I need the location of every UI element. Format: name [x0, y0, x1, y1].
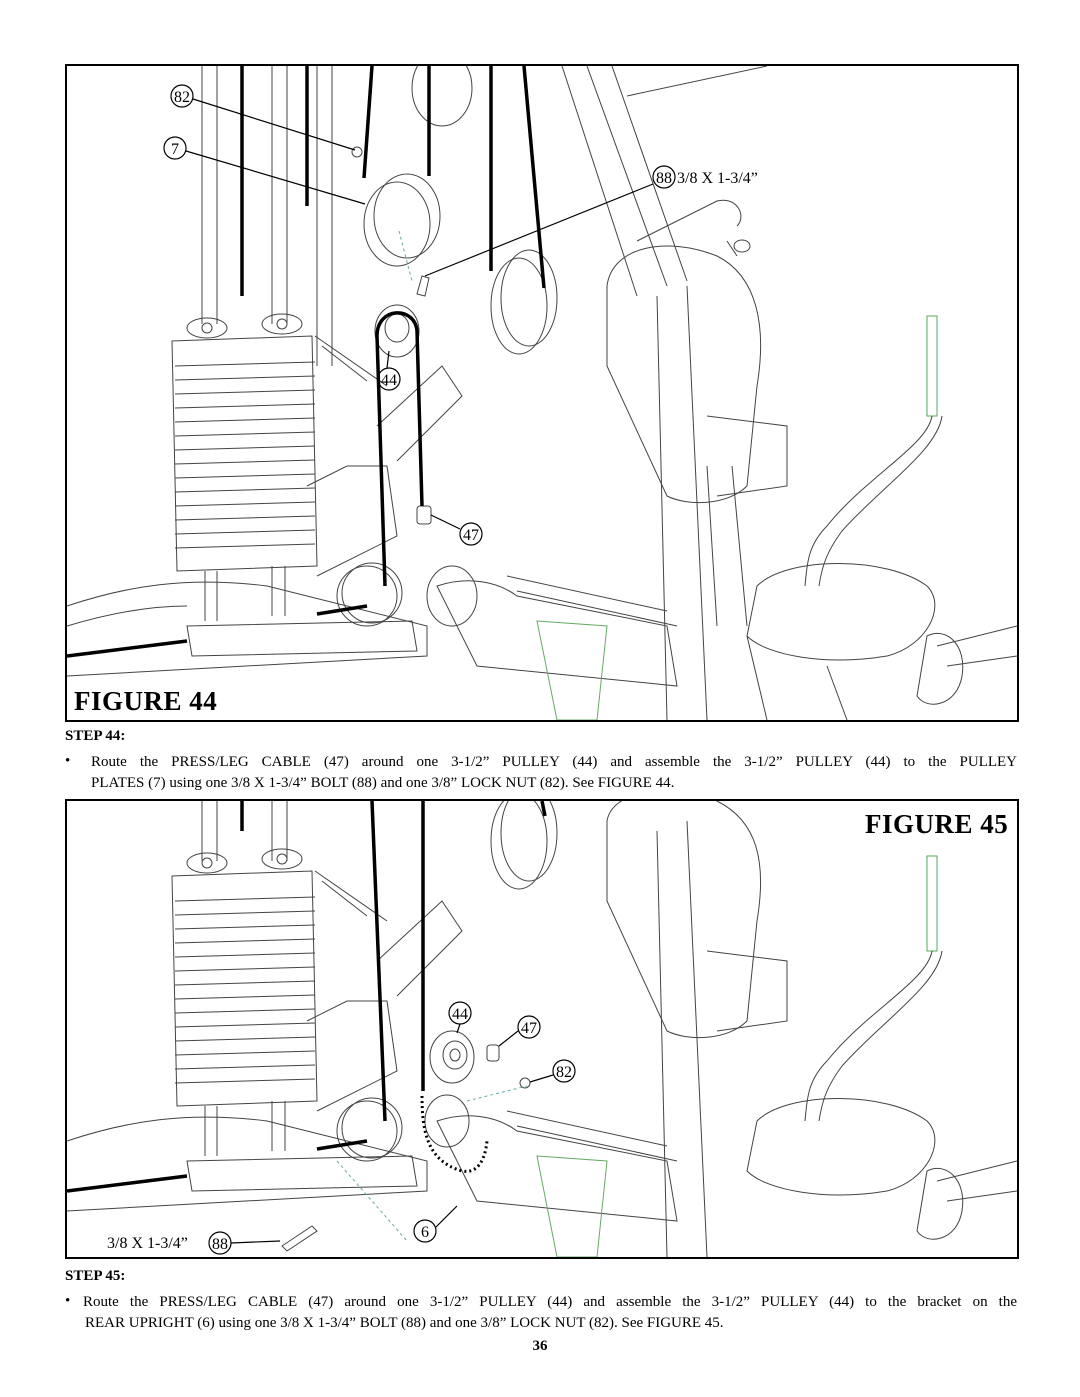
step-45-line-1: Route the PRESS/LEG CABLE (47) around on… [83, 1294, 1017, 1310]
callout-47: 47 [521, 1020, 537, 1037]
callout-44: 44 [452, 1006, 468, 1023]
bolt-label-45: 3/8 X 1-3/4” [107, 1235, 188, 1252]
figure-44-panel: 82 7 88 3/8 X 1-3/4” 44 47 FIGURE 44 [65, 64, 1019, 722]
callout-7: 7 [171, 141, 179, 158]
figure-44-title: FIGURE 44 [74, 686, 218, 716]
bolt-label-44: 3/8 X 1-3/4” [677, 170, 758, 187]
step-44-line-1: Route the PRESS/LEG CABLE (47) around on… [91, 754, 1017, 770]
callout-82: 82 [556, 1064, 572, 1081]
callout-88: 88 [656, 170, 672, 187]
page-number: 36 [532, 1338, 548, 1354]
step-45-line-2: REAR UPRIGHT (6) using one 3/8 X 1-3/4” … [85, 1315, 724, 1331]
callout-44: 44 [381, 372, 397, 389]
step-44-line-2: PLATES (7) using one 3/8 X 1-3/4” BOLT (… [91, 775, 675, 791]
figure-45-panel: 44 47 82 6 88 3/8 X 1-3/4” FIGURE 45 [65, 799, 1019, 1259]
step-45-text: Route the PRESS/LEG CABLE (47) around on… [83, 1292, 1017, 1334]
step-44-text: Route the PRESS/LEG CABLE (47) around on… [91, 752, 1017, 794]
figure-44-drawing: 82 7 88 3/8 X 1-3/4” 44 47 [67, 66, 1017, 720]
figure-45-title: FIGURE 45 [865, 809, 1009, 839]
callout-6: 6 [421, 1224, 429, 1241]
figure-45-drawing: 44 47 82 6 88 3/8 X 1-3/4” [67, 801, 1017, 1257]
step-44-bullet: • [65, 753, 71, 769]
step-45-heading: STEP 45: [65, 1268, 126, 1284]
callout-47: 47 [463, 527, 479, 544]
step-44-heading: STEP 44: [65, 728, 126, 744]
callout-88: 88 [212, 1236, 228, 1253]
callout-82: 82 [174, 89, 190, 106]
step-45-bullet: • [65, 1293, 71, 1309]
